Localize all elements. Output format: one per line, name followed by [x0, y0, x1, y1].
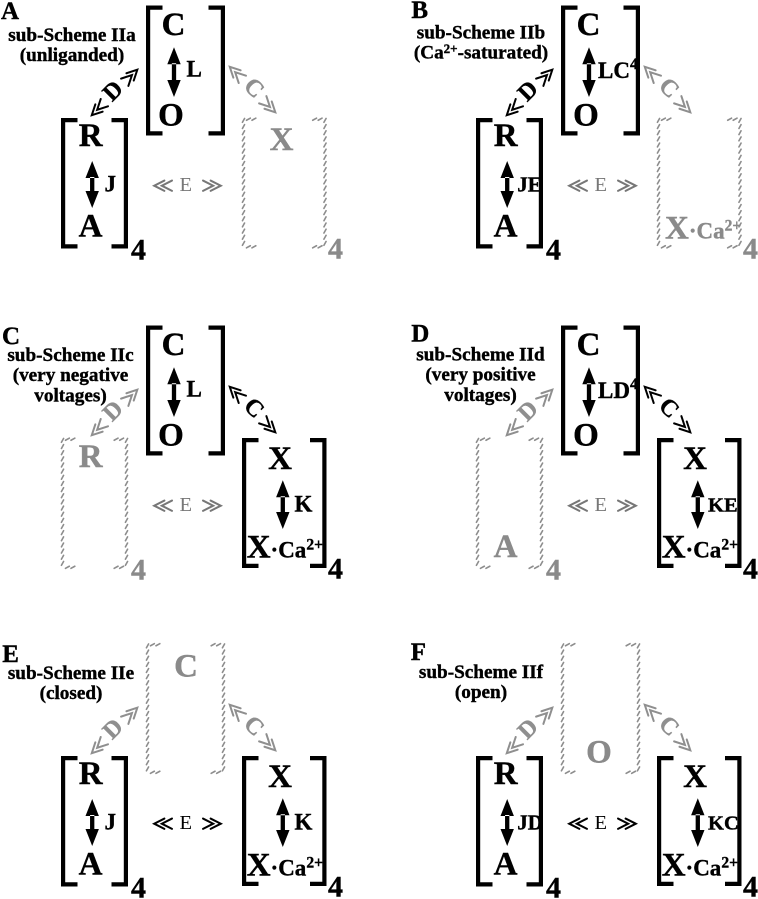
- svg-text:sub-Scheme IIc: sub-Scheme IIc: [7, 345, 134, 366]
- svg-text:4: 4: [328, 233, 343, 266]
- svg-text:A: A: [494, 529, 518, 565]
- svg-text:O: O: [586, 735, 612, 771]
- svg-text:C: C: [577, 327, 601, 363]
- svg-text:E: E: [179, 812, 192, 834]
- svg-text:B: B: [411, 0, 428, 24]
- svg-text:4: 4: [131, 872, 146, 899]
- svg-text:4: 4: [131, 554, 146, 587]
- svg-text:4: 4: [743, 233, 758, 266]
- svg-text:O: O: [158, 97, 184, 133]
- svg-text:J: J: [105, 810, 117, 835]
- svg-text:(unliganded): (unliganded): [20, 45, 125, 66]
- svg-text:KE: KE: [708, 495, 738, 517]
- svg-text:4: 4: [131, 234, 146, 267]
- svg-text:X: X: [268, 441, 292, 477]
- svg-text:O: O: [158, 417, 184, 453]
- svg-text:A: A: [494, 209, 518, 245]
- svg-text:L: L: [187, 56, 202, 81]
- svg-text:C: C: [162, 7, 186, 43]
- svg-text:E: E: [179, 494, 192, 516]
- svg-text:(Ca2+-saturated): (Ca2+-saturated): [414, 41, 548, 64]
- svg-text:4: 4: [546, 872, 561, 899]
- svg-text:sub-Scheme IIf: sub-Scheme IIf: [419, 662, 544, 683]
- svg-text:C: C: [2, 323, 20, 350]
- svg-text:R: R: [494, 756, 519, 792]
- svg-text:X: X: [683, 759, 707, 795]
- svg-text:A: A: [1, 0, 19, 25]
- svg-text:D: D: [411, 321, 429, 348]
- svg-text:O: O: [573, 97, 599, 133]
- svg-text:A: A: [79, 847, 103, 883]
- svg-text:A: A: [494, 847, 518, 883]
- svg-text:E: E: [594, 812, 607, 834]
- svg-text:KC: KC: [708, 813, 739, 835]
- svg-text:X: X: [683, 441, 707, 477]
- svg-text:R: R: [494, 118, 519, 154]
- svg-text:L: L: [187, 376, 202, 401]
- svg-text:J: J: [105, 172, 117, 197]
- svg-text:sub-Scheme IId: sub-Scheme IId: [416, 345, 545, 366]
- svg-text:4: 4: [743, 871, 758, 899]
- svg-text:F: F: [411, 639, 426, 666]
- svg-text:4: 4: [546, 234, 561, 267]
- svg-text:4: 4: [743, 553, 758, 586]
- svg-text:4: 4: [328, 553, 343, 586]
- svg-text:X: X: [268, 759, 292, 795]
- svg-text:K: K: [295, 810, 313, 835]
- svg-text:X: X: [270, 122, 294, 158]
- svg-text:R: R: [79, 439, 104, 475]
- svg-text:R: R: [79, 118, 104, 154]
- svg-text:E: E: [2, 641, 19, 668]
- svg-text:(open): (open): [455, 682, 507, 703]
- svg-text:E: E: [594, 494, 607, 516]
- svg-text:K: K: [295, 492, 313, 517]
- svg-text:C: C: [162, 327, 186, 363]
- svg-text:JD: JD: [517, 811, 543, 835]
- svg-text:C: C: [577, 7, 601, 43]
- svg-text:sub-Scheme IIa: sub-Scheme IIa: [8, 25, 136, 46]
- svg-text:E: E: [179, 174, 192, 196]
- svg-text:C: C: [174, 649, 198, 685]
- svg-text:A: A: [79, 209, 103, 245]
- svg-text:E: E: [594, 174, 607, 196]
- svg-text:sub-Scheme IIe: sub-Scheme IIe: [8, 663, 135, 684]
- svg-text:sub-Scheme IIb: sub-Scheme IIb: [417, 23, 545, 44]
- svg-text:(closed): (closed): [40, 683, 103, 704]
- svg-text:JE: JE: [517, 173, 542, 197]
- svg-text:voltages): voltages): [444, 385, 516, 406]
- svg-text:R: R: [79, 756, 104, 792]
- svg-text:4: 4: [546, 554, 561, 587]
- svg-text:4: 4: [328, 871, 343, 899]
- svg-text:(very positive: (very positive: [425, 365, 536, 386]
- svg-text:(very negative: (very negative: [13, 365, 129, 386]
- svg-text:O: O: [573, 417, 599, 453]
- svg-text:voltages): voltages): [34, 385, 106, 406]
